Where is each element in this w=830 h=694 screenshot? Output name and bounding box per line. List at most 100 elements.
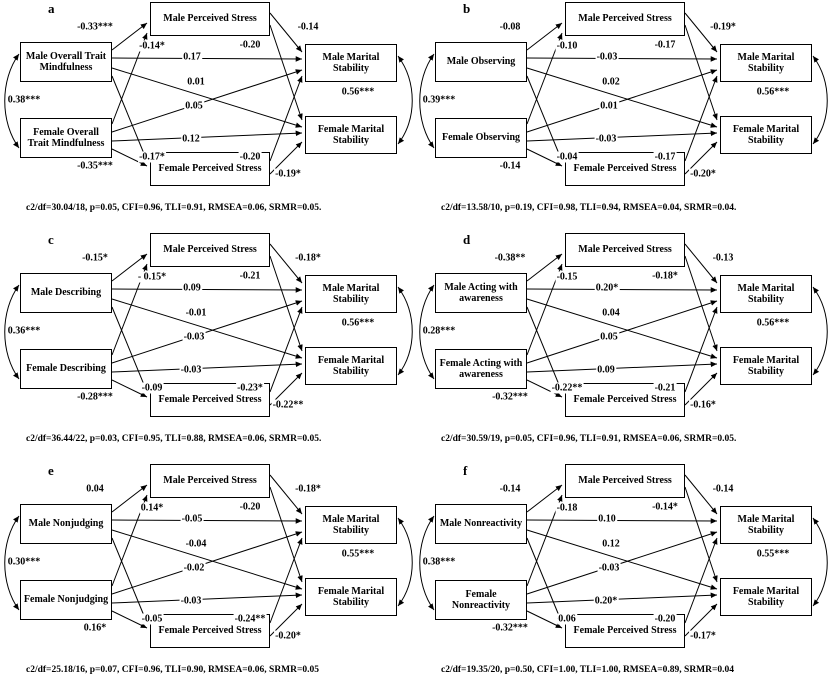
box-female-marital-stability: Female Marital Stability <box>305 116 397 154</box>
box-male-marital-stability: Male Marital Stability <box>720 44 812 82</box>
path-coefficient: 0.06 <box>557 613 577 625</box>
panel-letter: b <box>463 1 471 16</box>
box-female-predictor: Female Acting with awareness <box>435 349 527 389</box>
path-coefficient: 0.09 <box>182 282 202 294</box>
path-coefficient: -0.20 <box>653 613 677 625</box>
path-coefficient: 0.12 <box>601 538 621 550</box>
sem-panel: d <box>415 231 830 462</box>
box-female-marital-stability: Female Marital Stability <box>305 347 397 385</box>
path-coefficient: -0.17 <box>653 151 677 163</box>
path-coefficient: - 0.15* <box>136 271 168 283</box>
box-male-marital-stability: Male Marital Stability <box>305 44 397 82</box>
path-coefficient: -0.19* <box>274 168 302 180</box>
predictor-correlation: 0.36*** <box>6 325 42 337</box>
path-coefficient: -0.20 <box>238 501 262 513</box>
path-arrows <box>419 12 828 175</box>
path-coefficient: 0.01 <box>599 100 619 112</box>
fit-statistics: c2/df=30.59/19, p=0.05, CFI=0.96, TLI=0.… <box>441 434 737 444</box>
path-coefficient: 0.04 <box>601 307 621 319</box>
path-arrows <box>4 474 413 637</box>
path-coefficient: -0.03 <box>179 595 203 607</box>
box-male-marital-stability: Male Marital Stability <box>720 275 812 313</box>
path-coefficient: -0.09 <box>140 382 164 394</box>
box-male-marital-stability: Male Marital Stability <box>305 275 397 313</box>
path-coefficient: -0.24** <box>233 613 267 625</box>
box-female-predictor: Female Nonreactivity <box>435 580 527 620</box>
path-coefficient: 0.10 <box>597 513 617 525</box>
path-coefficient: 0.05 <box>599 331 619 343</box>
outcome-correlation: 0.56*** <box>755 317 791 329</box>
box-male-predictor: Male Acting with awareness <box>435 273 527 313</box>
path-coefficient: -0.32*** <box>491 622 529 634</box>
outcome-correlation: 0.56*** <box>340 86 376 98</box>
path-coefficient: 0.14* <box>139 502 165 514</box>
panel-letter: e <box>48 463 54 478</box>
path-coefficient: 0.01 <box>186 76 206 88</box>
box-female-predictor: Female Overall Trait Mindfulness <box>20 118 112 158</box>
path-coefficient: -0.18* <box>294 252 322 264</box>
panel-letter: c <box>48 232 54 247</box>
path-coefficient: -0.18* <box>651 270 679 282</box>
box-male-predictor: Male Observing <box>435 42 527 82</box>
box-female-marital-stability: Female Marital Stability <box>720 116 812 154</box>
predictor-correlation: 0.28*** <box>421 325 457 337</box>
path-coefficient: -0.18* <box>294 483 322 495</box>
path-coefficient: -0.23* <box>236 382 264 394</box>
fit-statistics: c2/df=36.44/22, p=0.03, CFI=0.95, TLI=0.… <box>26 434 322 444</box>
path-coefficient: -0.33*** <box>76 21 114 33</box>
path-coefficient: -0.02 <box>182 562 206 574</box>
box-male-perceived-stress: Male Perceived Stress <box>565 233 685 267</box>
sem-panel: c <box>0 231 415 462</box>
path-coefficient: -0.20 <box>238 151 262 163</box>
box-male-predictor: Male Describing <box>20 273 112 313</box>
path-coefficient: 0.09 <box>596 364 616 376</box>
fit-statistics: c2/df=30.04/18, p=0.05, CFI=0.96, TLI=0.… <box>26 203 322 213</box>
path-coefficient: -0.38** <box>493 252 527 264</box>
path-coefficient: -0.03 <box>179 364 203 376</box>
fit-statistics: c2/df=19.35/20, p=0.50, CFI=1.00, TLI=1.… <box>441 665 735 675</box>
path-coefficient: -0.19* <box>709 21 737 33</box>
path-coefficient: -0.08 <box>498 21 522 33</box>
box-male-perceived-stress: Male Perceived Stress <box>150 464 270 498</box>
path-coefficient: -0.17* <box>138 151 166 163</box>
path-coefficient: -0.32*** <box>491 391 529 403</box>
path-coefficient: -0.04 <box>184 538 208 550</box>
path-coefficient: -0.05 <box>180 513 204 525</box>
box-female-predictor: Female Describing <box>20 349 112 389</box>
path-coefficient: -0.15* <box>81 252 109 264</box>
path-coefficient: -0.35*** <box>76 160 114 172</box>
panel-letter: f <box>463 463 468 478</box>
path-coefficient: -0.22** <box>550 382 584 394</box>
path-coefficient: -0.20 <box>238 39 262 51</box>
sem-panel: a <box>0 0 415 231</box>
path-coefficient: -0.03 <box>182 331 206 343</box>
outcome-correlation: 0.55*** <box>755 548 791 560</box>
sem-panel: e <box>0 462 415 693</box>
path-coefficient: -0.14 <box>498 483 522 495</box>
path-arrows <box>419 243 828 406</box>
box-female-marital-stability: Female Marital Stability <box>720 347 812 385</box>
outcome-correlation: 0.56*** <box>755 86 791 98</box>
outcome-correlation: 0.56*** <box>340 317 376 329</box>
path-coefficient: -0.10 <box>555 40 579 52</box>
box-male-perceived-stress: Male Perceived Stress <box>150 233 270 267</box>
path-coefficient: -0.03 <box>594 133 618 145</box>
path-coefficient: -0.05 <box>140 613 164 625</box>
box-male-perceived-stress: Male Perceived Stress <box>150 2 270 36</box>
path-coefficient: -0.28*** <box>76 391 114 403</box>
path-coefficient: -0.15 <box>555 271 579 283</box>
box-male-marital-stability: Male Marital Stability <box>305 506 397 544</box>
path-arrows <box>4 243 413 406</box>
path-coefficient: -0.18 <box>555 502 579 514</box>
box-female-marital-stability: Female Marital Stability <box>720 578 812 616</box>
box-female-marital-stability: Female Marital Stability <box>305 578 397 616</box>
path-coefficient: -0.04 <box>555 151 579 163</box>
box-female-predictor: Female Nonjudging <box>20 580 112 620</box>
path-coefficient: 0.04 <box>85 483 105 495</box>
path-coefficient: -0.14* <box>651 501 679 513</box>
box-male-marital-stability: Male Marital Stability <box>720 506 812 544</box>
path-coefficient: 0.20* <box>593 595 619 607</box>
path-coefficient: -0.21 <box>653 382 677 394</box>
sem-panel: f <box>415 462 830 693</box>
